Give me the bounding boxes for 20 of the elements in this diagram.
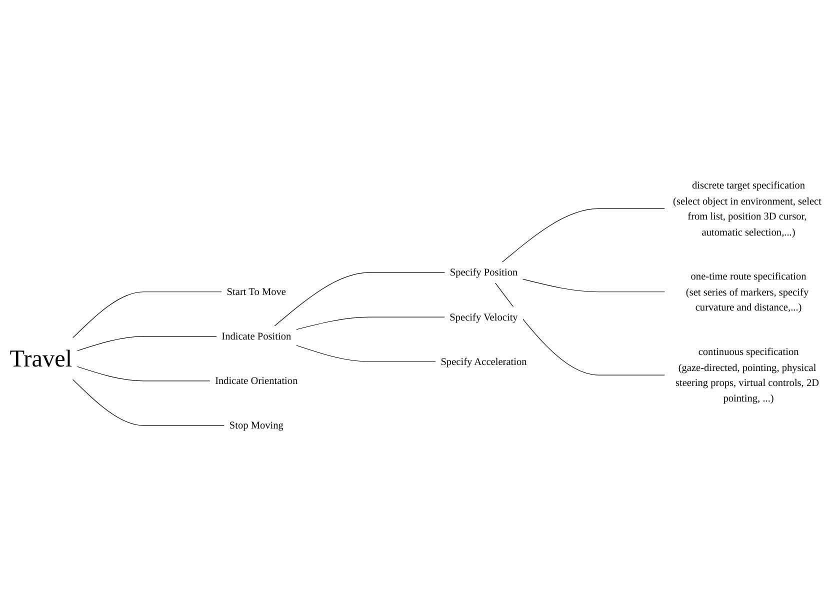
node-text: Stop Moving <box>229 420 284 432</box>
node-text: Start To Move <box>226 286 286 298</box>
node-text: Specify Position <box>450 266 518 278</box>
connector <box>522 278 666 292</box>
node-text: Travel <box>10 344 72 372</box>
node-text: Indicate Orientation <box>215 375 298 387</box>
node-text: one-time route specification (set series of markers, specify curvature and distance,...) <box>686 270 809 313</box>
connector <box>502 208 666 263</box>
connector <box>76 366 211 382</box>
connector <box>296 316 446 330</box>
node-text: Specify Acceleration <box>440 356 527 368</box>
connector <box>296 344 436 362</box>
node-text: Indicate Position <box>222 330 292 342</box>
connector <box>274 272 446 327</box>
connector <box>72 292 222 338</box>
node-text: discrete target specification (select object in environment, select from list, position 3D cursor, automatic selection,...) <box>673 180 822 238</box>
connector <box>76 336 218 352</box>
node-text: continuous specification (gaze-directed, pointing, physical steering props, virtual controls, 2D pointing, ...) <box>675 346 820 404</box>
connector <box>494 282 666 376</box>
connector <box>72 378 225 426</box>
